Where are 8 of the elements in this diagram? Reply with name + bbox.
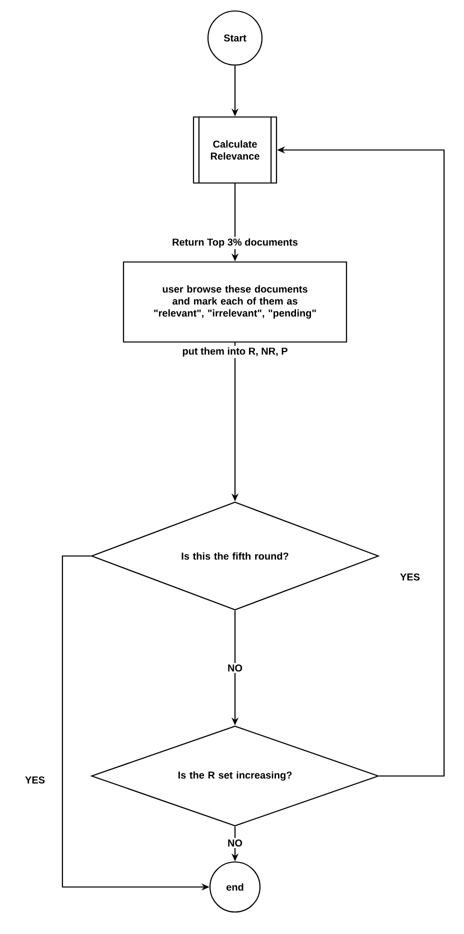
edge-label: put them into R, NR, P [180, 346, 290, 358]
process-box: user browse these documents and mark each of them as "relevant", "irrelevant", "pending" [122, 261, 348, 343]
edge-label: NO [226, 838, 244, 848]
edge-label: Return Top 3% documents [170, 236, 300, 250]
process-box: Calculate Relevance [192, 116, 278, 184]
edge-label: YES [24, 774, 46, 786]
edge-label: NO [226, 662, 244, 674]
edge-label: YES [398, 572, 422, 582]
